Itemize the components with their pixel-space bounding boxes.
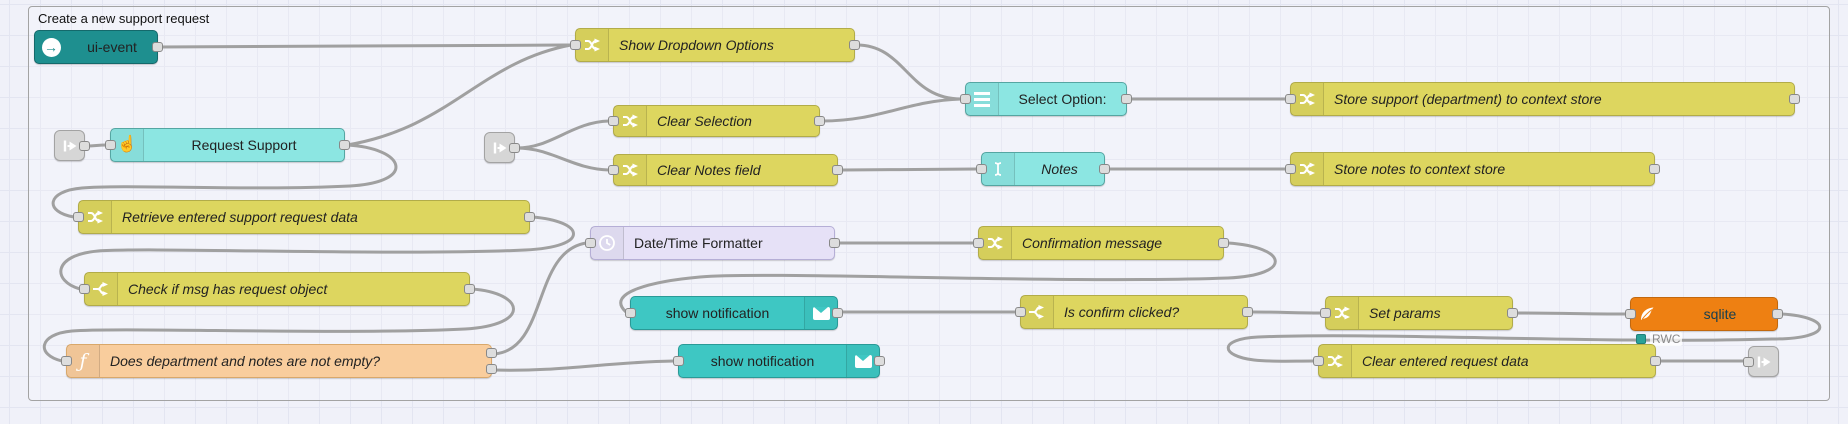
output-port[interactable] bbox=[339, 140, 350, 150]
node-store-notes[interactable]: Store notes to context store bbox=[1285, 152, 1660, 186]
input-port[interactable] bbox=[61, 356, 72, 366]
output-port[interactable] bbox=[829, 238, 840, 248]
input-port[interactable] bbox=[1285, 94, 1296, 104]
function-icon: ƒ bbox=[67, 345, 100, 377]
output-port[interactable] bbox=[79, 140, 90, 151]
node-set-params[interactable]: Set params bbox=[1320, 296, 1518, 330]
node-datetime-formatter[interactable]: Date/Time Formatter bbox=[585, 226, 840, 260]
output-port[interactable] bbox=[1099, 164, 1110, 174]
input-port[interactable] bbox=[1625, 309, 1636, 319]
shuffle-icon bbox=[614, 155, 647, 185]
fork-icon bbox=[1021, 296, 1054, 328]
hamburger-icon bbox=[966, 83, 999, 115]
output-port[interactable] bbox=[1121, 94, 1132, 104]
node-show-notification-2[interactable]: show notification bbox=[673, 344, 885, 378]
node-request-support[interactable]: ☝ Request Support bbox=[105, 128, 350, 162]
output-port[interactable] bbox=[524, 212, 535, 222]
clock-icon bbox=[591, 227, 624, 259]
node-link-out[interactable] bbox=[1743, 346, 1779, 377]
output-port-1[interactable] bbox=[486, 348, 497, 358]
link-out-icon bbox=[1755, 353, 1773, 371]
shuffle-icon bbox=[79, 201, 112, 233]
node-sqlite[interactable]: sqlite bbox=[1625, 297, 1783, 331]
shuffle-icon bbox=[1326, 297, 1359, 329]
status-dot-icon bbox=[1636, 334, 1646, 344]
text-cursor-icon bbox=[982, 153, 1015, 185]
node-store-support[interactable]: Store support (department) to context st… bbox=[1285, 82, 1800, 116]
node-clear-entered-request-data[interactable]: Clear entered request data bbox=[1313, 344, 1661, 378]
input-port[interactable] bbox=[105, 140, 116, 150]
node-select-option[interactable]: Select Option: bbox=[960, 82, 1132, 116]
hand-pointer-icon: ☝ bbox=[111, 129, 144, 161]
input-port[interactable] bbox=[1743, 356, 1754, 367]
sqlite-status: RWC bbox=[1636, 332, 1683, 346]
node-clear-selection[interactable]: Clear Selection bbox=[608, 105, 825, 137]
output-port[interactable] bbox=[849, 40, 860, 50]
input-port[interactable] bbox=[973, 238, 984, 248]
node-check-not-empty[interactable]: ƒ Does department and notes are not empt… bbox=[61, 344, 497, 378]
output-port[interactable] bbox=[1507, 308, 1518, 318]
input-port[interactable] bbox=[673, 356, 684, 366]
input-port[interactable] bbox=[1313, 356, 1324, 366]
status-text: RWC bbox=[1650, 332, 1683, 346]
envelope-icon bbox=[804, 297, 837, 329]
node-confirmation-message[interactable]: Confirmation message bbox=[973, 226, 1229, 260]
link-in-icon bbox=[61, 137, 79, 155]
input-port[interactable] bbox=[625, 308, 636, 318]
node-link-in-2[interactable] bbox=[484, 132, 520, 163]
output-port[interactable] bbox=[814, 116, 825, 126]
input-port[interactable] bbox=[608, 165, 619, 175]
output-port[interactable] bbox=[1218, 238, 1229, 248]
output-port[interactable] bbox=[152, 42, 163, 52]
node-show-notification-1[interactable]: show notification bbox=[625, 296, 843, 330]
input-port[interactable] bbox=[570, 40, 581, 50]
node-link-in-1[interactable] bbox=[54, 130, 90, 161]
node-retrieve-request-data[interactable]: Retrieve entered support request data bbox=[73, 200, 535, 234]
input-port[interactable] bbox=[73, 212, 84, 222]
node-notes[interactable]: Notes bbox=[976, 152, 1110, 186]
output-port-2[interactable] bbox=[486, 364, 497, 374]
input-port[interactable] bbox=[79, 284, 90, 294]
output-port[interactable] bbox=[1789, 94, 1800, 104]
node-clear-notes-field[interactable]: Clear Notes field bbox=[608, 154, 843, 186]
envelope-icon bbox=[846, 345, 879, 377]
shuffle-icon bbox=[979, 227, 1012, 259]
output-port[interactable] bbox=[1772, 309, 1783, 319]
node-is-confirm-clicked[interactable]: Is confirm clicked? bbox=[1015, 295, 1253, 329]
node-show-dropdown-options[interactable]: Show Dropdown Options bbox=[570, 28, 860, 62]
output-port[interactable] bbox=[832, 308, 843, 318]
output-port[interactable] bbox=[464, 284, 475, 294]
circle-right-arrow-icon: → bbox=[35, 31, 67, 63]
input-port[interactable] bbox=[976, 164, 987, 174]
node-ui-event[interactable]: → ui-event bbox=[34, 30, 163, 64]
input-port[interactable] bbox=[1285, 164, 1296, 174]
shuffle-icon bbox=[1291, 153, 1324, 185]
input-port[interactable] bbox=[960, 94, 971, 104]
output-port[interactable] bbox=[1649, 164, 1660, 174]
node-check-request-object[interactable]: Check if msg has request object bbox=[79, 272, 475, 306]
input-port[interactable] bbox=[585, 238, 596, 248]
group-label: Create a new support request bbox=[38, 11, 210, 26]
shuffle-icon bbox=[1319, 345, 1352, 377]
shuffle-icon bbox=[614, 106, 647, 136]
output-port[interactable] bbox=[832, 165, 843, 175]
output-port[interactable] bbox=[1650, 356, 1661, 366]
fork-icon bbox=[85, 273, 118, 305]
output-port[interactable] bbox=[874, 356, 885, 366]
link-in-icon bbox=[491, 139, 509, 157]
shuffle-icon bbox=[576, 29, 609, 61]
shuffle-icon bbox=[1291, 83, 1324, 115]
input-port[interactable] bbox=[608, 116, 619, 126]
output-port[interactable] bbox=[509, 142, 520, 153]
input-port[interactable] bbox=[1320, 308, 1331, 318]
output-port[interactable] bbox=[1242, 307, 1253, 317]
input-port[interactable] bbox=[1015, 307, 1026, 317]
